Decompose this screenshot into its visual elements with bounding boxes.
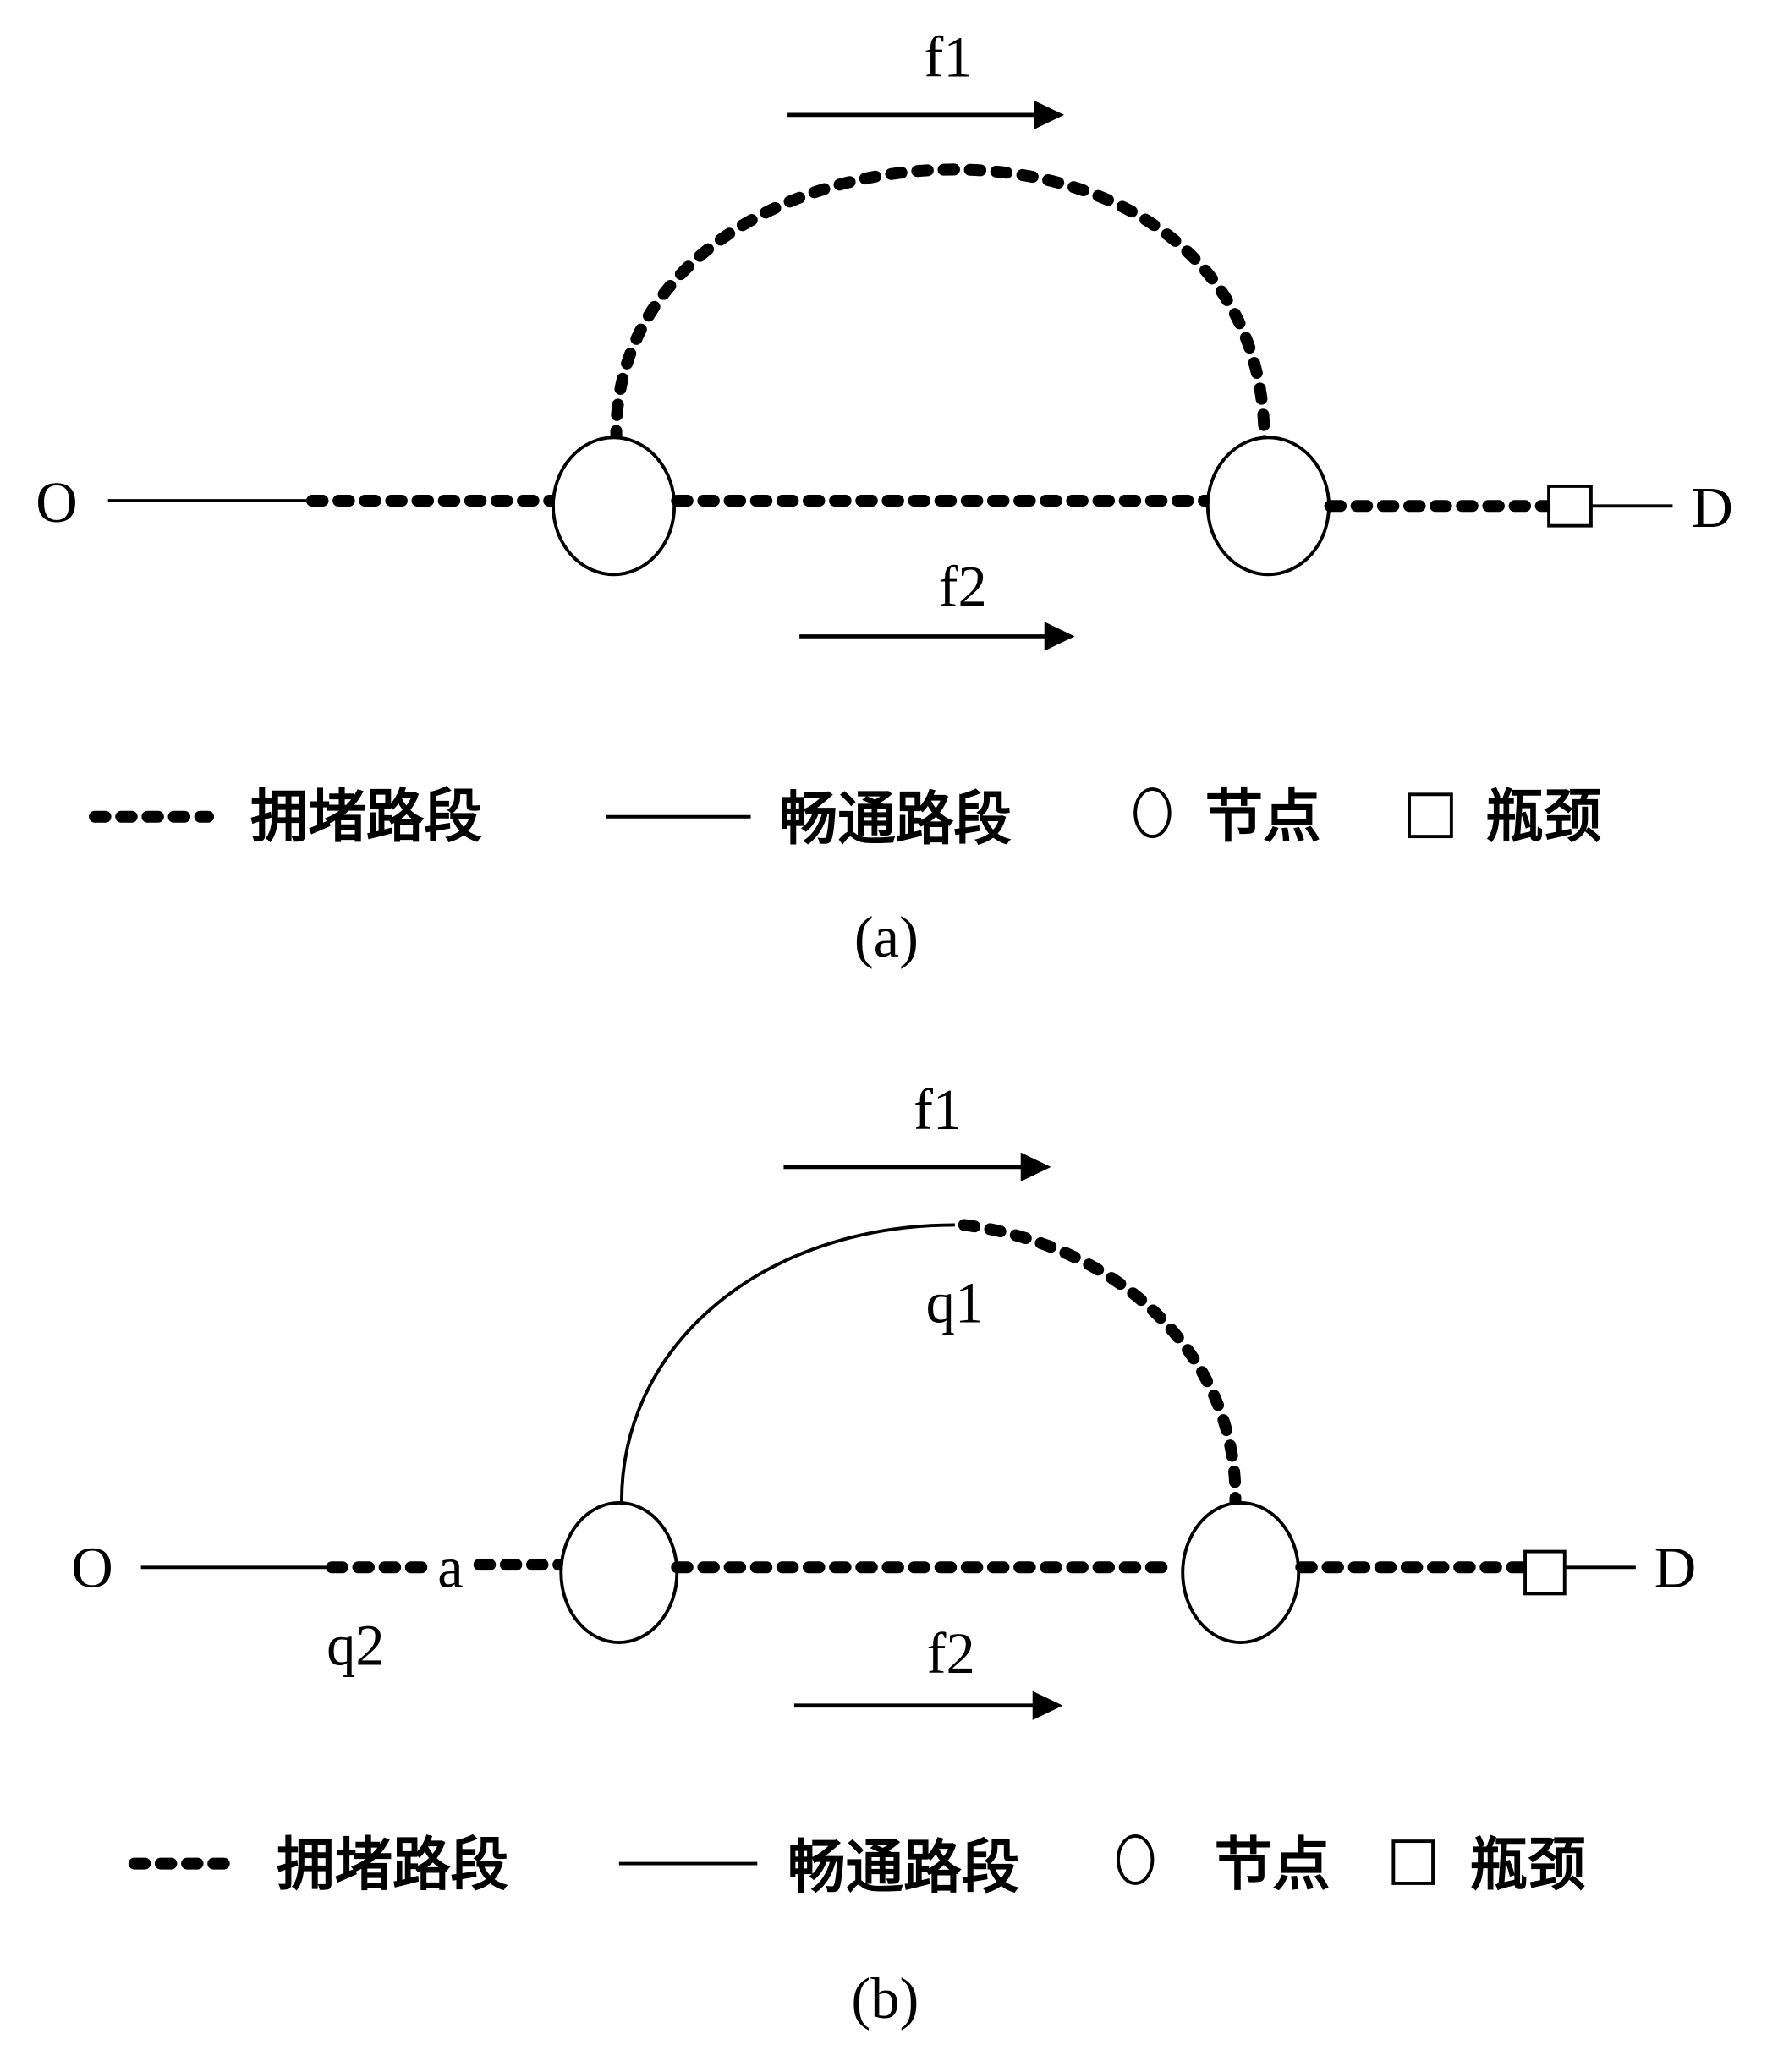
congested-arc bbox=[610, 163, 1270, 448]
origin-label: O bbox=[71, 1536, 112, 1600]
node-1 bbox=[552, 436, 677, 577]
congested-arc bbox=[958, 1219, 1242, 1508]
caption-b: (b) bbox=[851, 1966, 919, 2031]
destination-label: D bbox=[1655, 1536, 1696, 1600]
node-2 bbox=[1205, 436, 1331, 577]
legend-node-icon bbox=[1116, 1834, 1155, 1885]
legend-free-label: 畅通路段 bbox=[780, 787, 1012, 852]
flow-f1-label: f1 bbox=[925, 25, 973, 90]
point-a-label: a bbox=[437, 1536, 463, 1600]
legend-congested-label: 拥堵路段 bbox=[250, 785, 483, 849]
arrowhead-icon bbox=[1044, 622, 1075, 651]
legend-bottleneck-label: 瓶颈 bbox=[1470, 1834, 1586, 1898]
legend-bottleneck-icon bbox=[1391, 1839, 1435, 1885]
panel-b: f1 q1 O a D q2 f2 拥堵路段 畅通路段 节点 瓶颈 bbox=[71, 1077, 1696, 2031]
legend-congested-label: 拥堵路段 bbox=[277, 1834, 509, 1898]
caption-a: (a) bbox=[854, 905, 919, 969]
flow-f1-label: f1 bbox=[914, 1077, 962, 1142]
legend-a: 拥堵路段 畅通路段 节点 瓶颈 bbox=[89, 785, 1601, 852]
arrowhead-icon bbox=[1034, 100, 1065, 129]
free-arc bbox=[619, 1223, 955, 1502]
panel-a: f1 O D f2 拥堵路段 畅通路段 节点 瓶颈 (a) bbox=[36, 25, 1733, 969]
destination-label: D bbox=[1691, 475, 1732, 540]
bottleneck-icon bbox=[1523, 1549, 1567, 1596]
arrowhead-icon bbox=[1032, 1691, 1063, 1720]
flow-f2-label: f2 bbox=[927, 1621, 975, 1686]
legend-node-label: 节点 bbox=[1205, 785, 1321, 849]
queue-q2-label: q2 bbox=[327, 1613, 384, 1677]
legend-bottleneck-label: 瓶颈 bbox=[1485, 785, 1601, 849]
legend-node-label: 节点 bbox=[1215, 1834, 1331, 1898]
legend-b: 拥堵路段 畅通路段 节点 瓶颈 bbox=[128, 1834, 1586, 1900]
legend-free-label: 畅通路段 bbox=[787, 1836, 1020, 1900]
arrowhead-icon bbox=[1020, 1152, 1051, 1182]
origin-label: O bbox=[36, 470, 77, 534]
legend-bottleneck-icon bbox=[1408, 792, 1453, 839]
flow-f2-label: f2 bbox=[939, 555, 987, 619]
node-2 bbox=[1181, 1501, 1301, 1644]
queue-q1-label: q1 bbox=[926, 1271, 985, 1335]
bottleneck-icon bbox=[1547, 484, 1593, 528]
node-1 bbox=[559, 1501, 679, 1644]
legend-node-icon bbox=[1133, 787, 1172, 839]
